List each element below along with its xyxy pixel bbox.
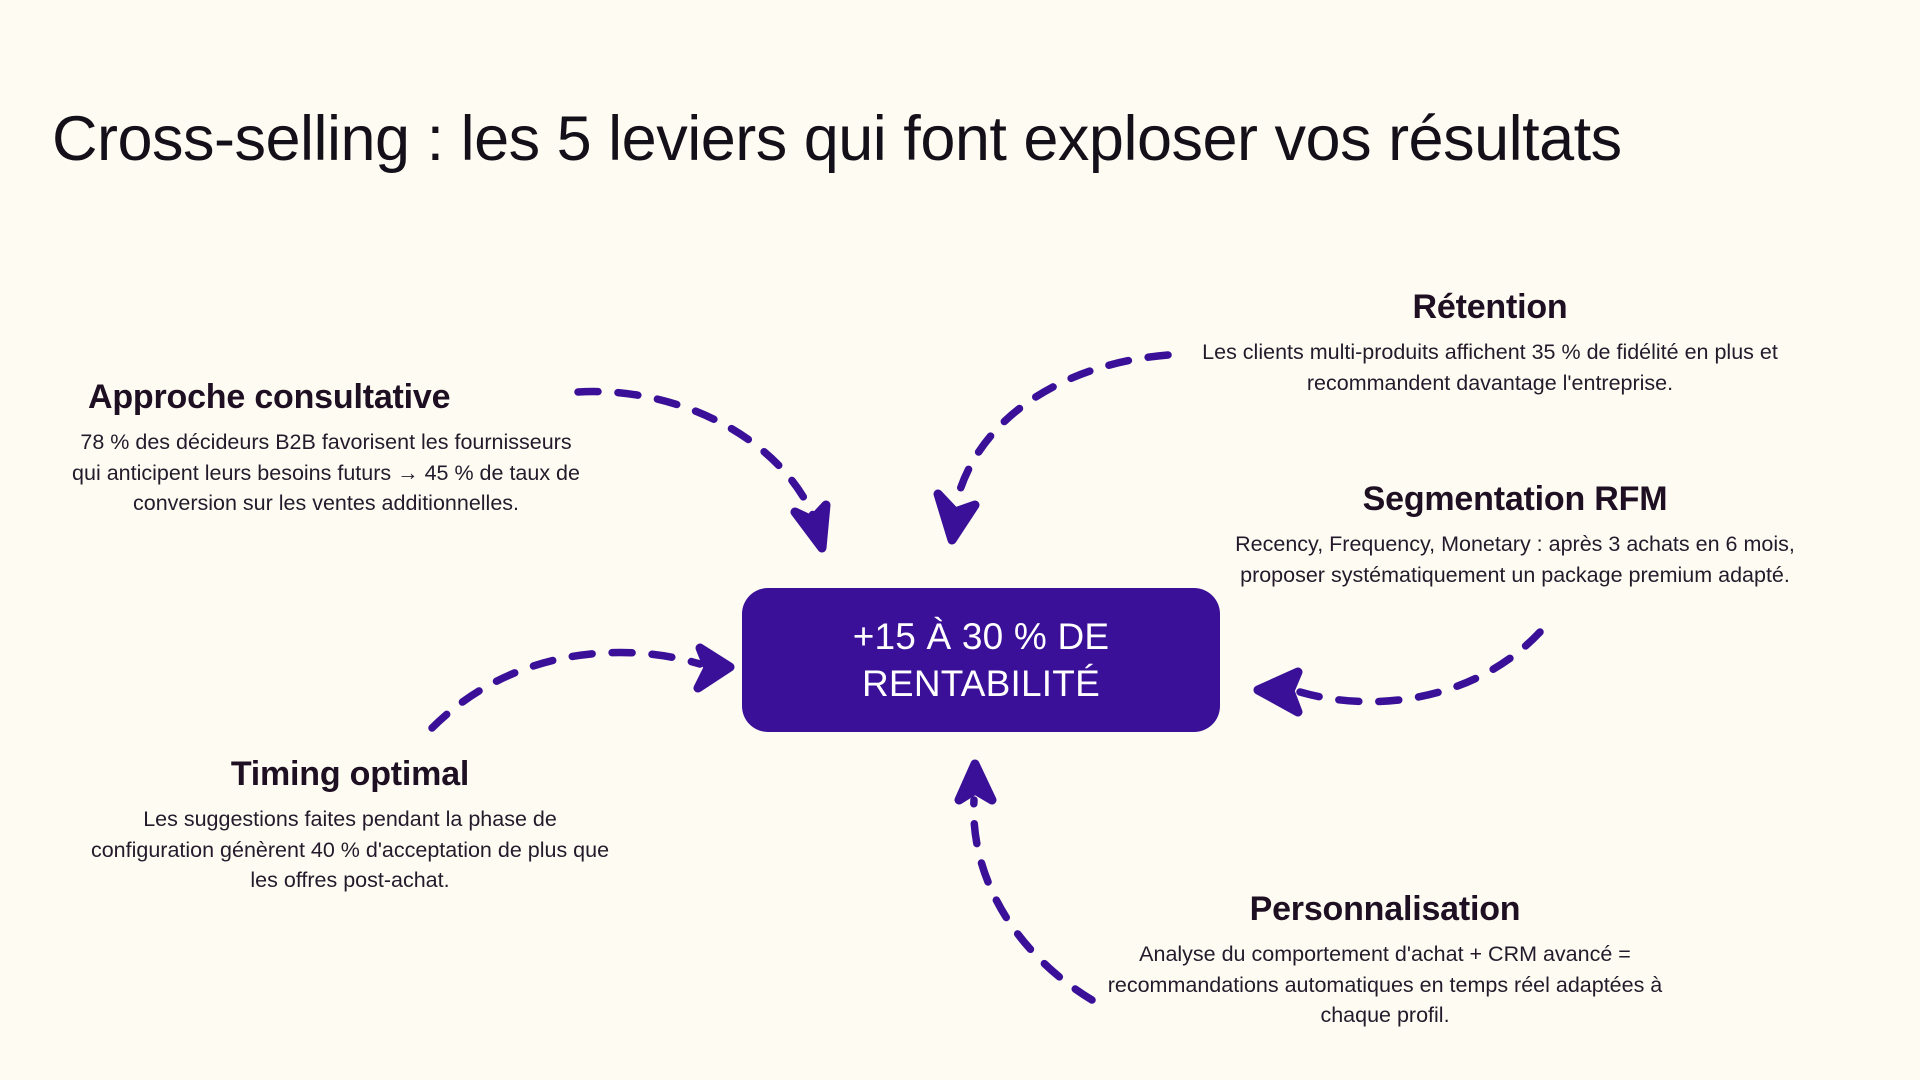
- arrow-rfm-to-center: [1253, 628, 1544, 717]
- lever-personnalisation: Personnalisation Analyse du comportement…: [1070, 890, 1700, 1031]
- center-result-label: +15 À 30 % DE RENTABILITÉ: [852, 615, 1110, 704]
- lever-title-segmentation-rfm: Segmentation RFM: [1362, 480, 1668, 518]
- lever-description-approche-consultative: 78 % des décideurs B2B favorisent les fo…: [72, 430, 580, 516]
- lever-description-timing-optimal: Les suggestions faites pendant la phase …: [90, 807, 610, 893]
- arrow-timing-to-center: [428, 643, 735, 732]
- arrow-approche-to-center: [574, 387, 831, 553]
- lever-approche-consultative: Approche consultative 78 % des décideurs…: [66, 378, 586, 519]
- lever-retention: Rétention Les clients multi-produits aff…: [1190, 288, 1790, 398]
- lever-title-retention: Rétention: [1412, 288, 1568, 326]
- lever-title-timing-optimal: Timing optimal: [230, 755, 470, 793]
- lever-segmentation-rfm: Segmentation RFM Recency, Frequency, Mon…: [1215, 480, 1815, 590]
- lever-description-segmentation-rfm: Recency, Frequency, Monetary : après 3 a…: [1235, 532, 1795, 587]
- lever-description-retention: Les clients multi-produits affichent 35 …: [1202, 340, 1778, 395]
- lever-description-personnalisation: Analyse du comportement d'achat + CRM av…: [1107, 942, 1663, 1028]
- arrow-retention-to-center: [933, 351, 1172, 545]
- lever-title-personnalisation: Personnalisation: [1249, 890, 1521, 928]
- center-result-node: +15 À 30 % DE RENTABILITÉ: [742, 588, 1220, 732]
- page-title: Cross-selling : les 5 leviers qui font e…: [52, 104, 1622, 175]
- lever-timing-optimal: Timing optimal Les suggestions faites pe…: [80, 755, 620, 896]
- lever-title-approche-consultative: Approche consultative: [88, 378, 451, 416]
